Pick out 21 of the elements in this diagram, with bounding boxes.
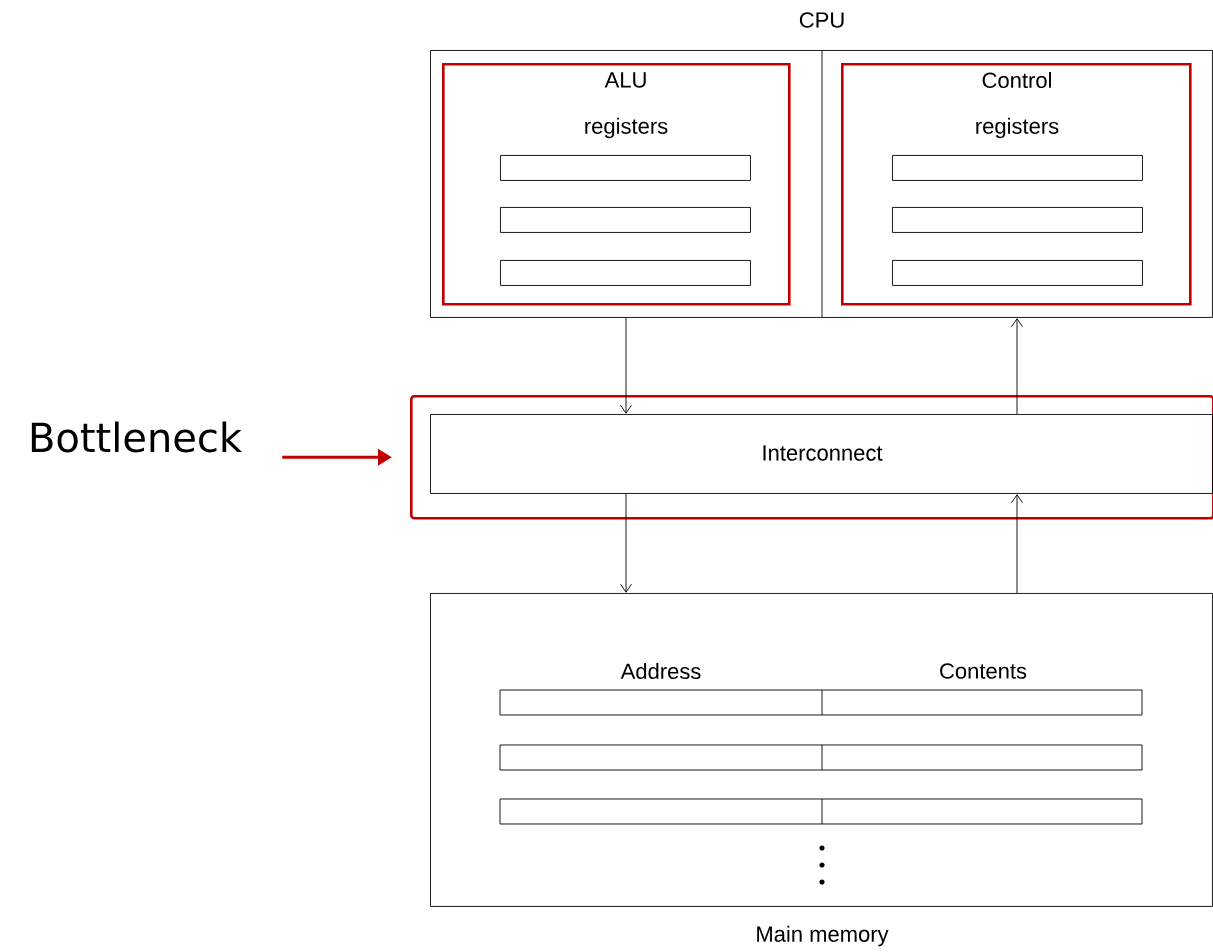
panel-title: Control (982, 71, 1051, 89)
register-slot (500, 260, 751, 286)
arrow (620, 493, 632, 593)
panel-subtitle: registers (976, 117, 1059, 139)
box-title: Main memory (757, 925, 889, 947)
register-slot (892, 260, 1143, 286)
arrow (620, 317, 632, 414)
register-slot (500, 207, 751, 233)
panel-subtitle: registers (585, 117, 668, 139)
register-slot (500, 155, 751, 181)
register-slot (892, 155, 1143, 181)
box-title: CPU (799, 12, 844, 28)
box-label: Interconnect (763, 445, 883, 461)
register-slot (892, 207, 1143, 233)
column-header: Contents (940, 663, 1027, 679)
highlight-box (410, 395, 1213, 520)
arrow (1011, 318, 1023, 415)
callout-text: Bottleneck (31, 421, 242, 453)
arrow (1011, 494, 1023, 594)
panel-title: ALU (604, 72, 646, 88)
column-header: Address (620, 662, 701, 680)
